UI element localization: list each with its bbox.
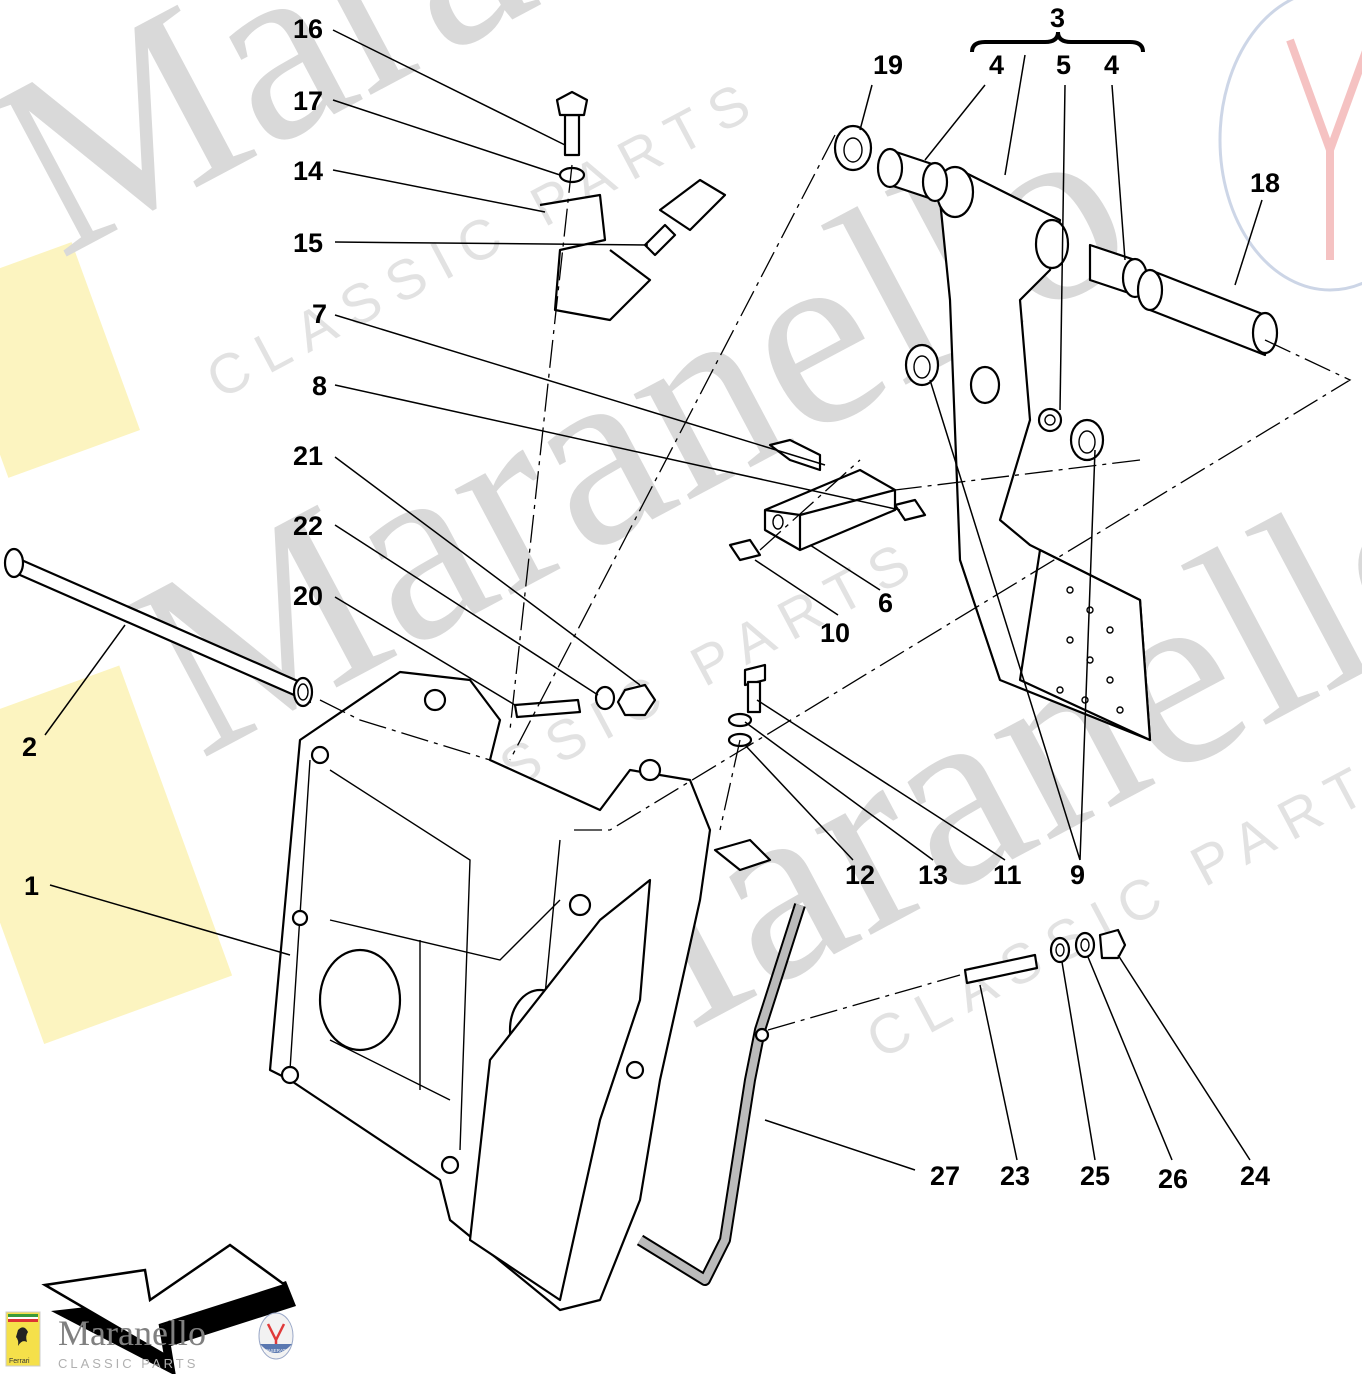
callout-25: 25 [1080,1161,1110,1191]
ferrari-badge-text: Ferrari [9,1358,30,1365]
part-gasket [636,903,806,1286]
centre-lines [319,134,1352,1031]
footer-logo: Ferrari Maranello CLASSIC PARTS MASERATI [5,1311,294,1371]
leader-lines [44,29,1263,1171]
callout-18: 18 [1250,168,1280,198]
callout-9: 9 [1070,860,1085,890]
callout-12: 12 [845,860,875,890]
callout-20: 20 [293,581,323,611]
callout-22: 22 [293,511,323,541]
maserati-badge-text: MASERATI [264,1348,287,1353]
callout-7: 7 [312,299,327,329]
part-clevis [728,438,927,562]
part-pedal-arm [935,165,1152,742]
callouts: 16 17 14 15 7 8 21 22 20 2 1 3 19 4 5 4 … [22,3,1280,1194]
callout-4-right: 4 [1104,50,1119,80]
part-pedal-box [268,670,772,1312]
footer-tagline: CLASSIC PARTS [58,1356,198,1371]
part-switch-bracket [539,90,727,322]
callout-1: 1 [24,871,39,901]
callout-3: 3 [1050,3,1065,33]
callout-2: 2 [22,732,37,762]
callout-11: 11 [993,860,1022,890]
callout-24: 24 [1240,1161,1270,1191]
callout-21: 21 [293,441,323,471]
callout-27: 27 [930,1161,960,1191]
watermark-maserati-badge [1218,0,1362,292]
callout-4-left: 4 [989,50,1004,80]
footer-brand: Maranello [58,1313,206,1353]
callout-23: 23 [1000,1161,1030,1191]
part-shaft [3,547,314,708]
callout-19: 19 [873,50,903,80]
callout-16: 16 [293,14,323,44]
part-bushes-seals [833,124,1279,462]
watermark-ferrari-badge [0,242,233,1044]
direction-arrow [41,1243,296,1374]
callout-6: 6 [878,588,893,618]
callout-17: 17 [293,86,323,116]
part-stud-nut [513,683,657,719]
callout-15: 15 [293,228,323,258]
callout-10: 10 [820,618,850,648]
callout-13-label: 13 [918,860,948,890]
part-stud-washers-nut [963,928,1127,985]
callout-5: 5 [1056,50,1071,80]
callout-26: 26 [1158,1164,1188,1194]
callout-8: 8 [312,371,327,401]
callout-14: 14 [293,156,323,186]
